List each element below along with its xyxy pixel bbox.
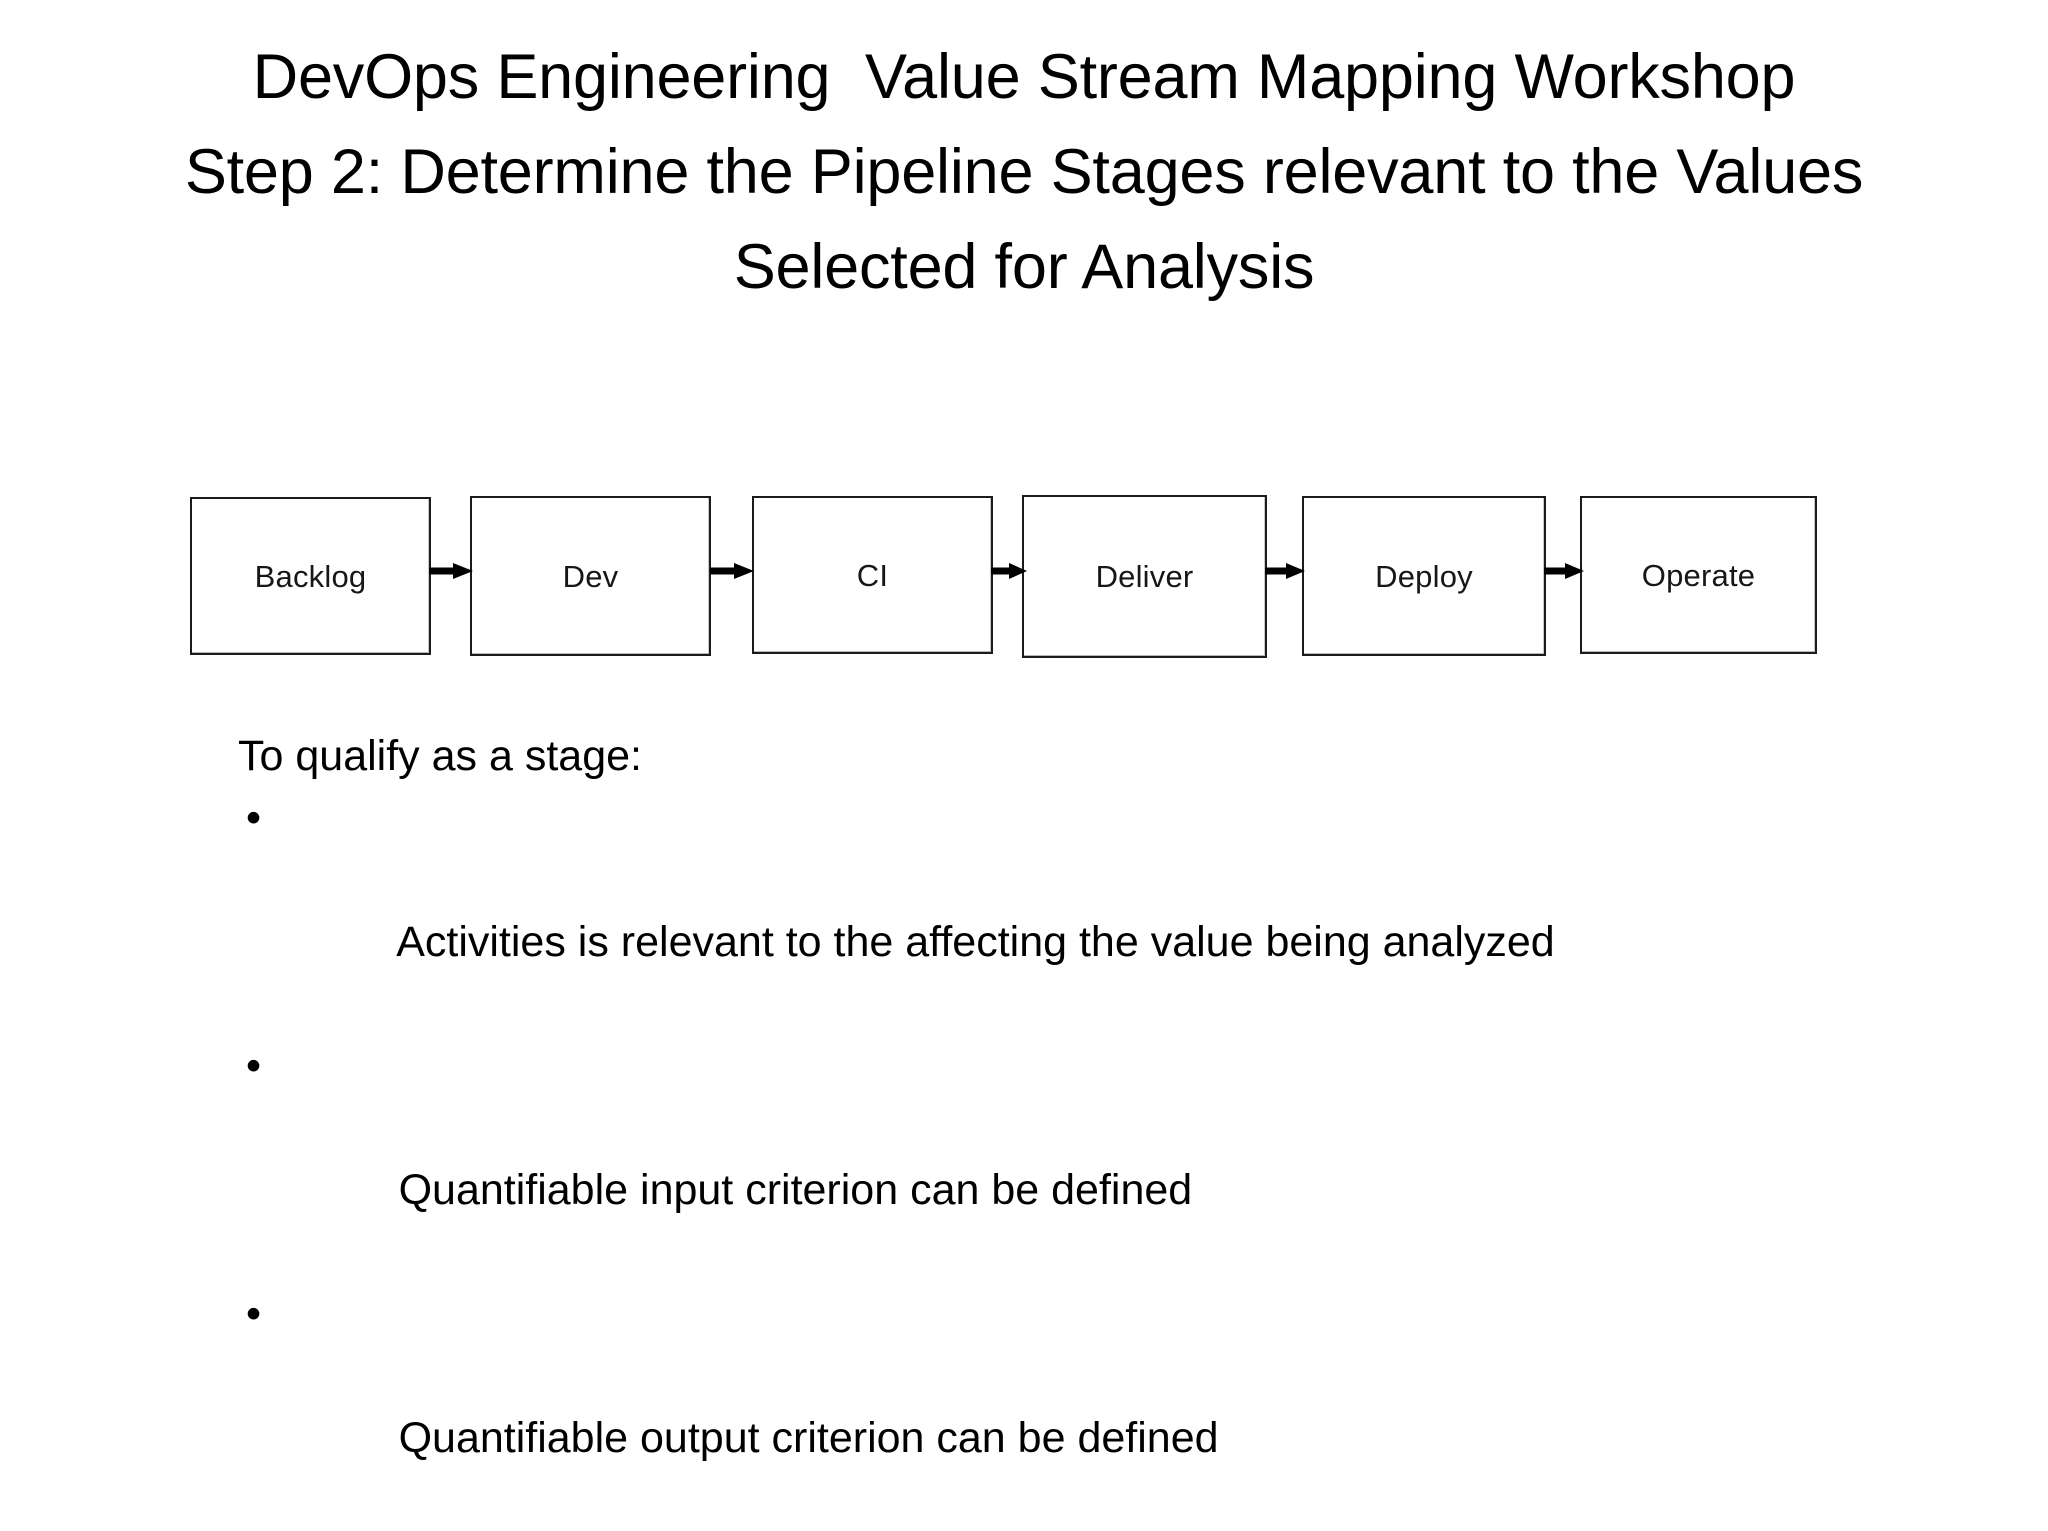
stage-label-backlog: Backlog [254, 558, 367, 594]
arrow-icon-ci-to-deliver [991, 562, 1027, 580]
stage-box-deploy[interactable]: Deploy [1302, 496, 1546, 656]
bullet-icon: • [246, 1290, 262, 1338]
stage-box-deliver[interactable]: Deliver [1022, 495, 1267, 658]
list-item: • Quantifiable output criterion can be d… [238, 1283, 1838, 1531]
bullet-icon: • [246, 794, 262, 842]
criteria-bullet-list: • Activities is relevant to the affectin… [238, 787, 1838, 1531]
stage-box-dev[interactable]: Dev [470, 496, 711, 656]
list-item-label: Quantifiable output criterion can be def… [398, 1414, 1219, 1462]
list-item-label: Quantifiable input criterion can be defi… [398, 1166, 1193, 1214]
list-item-label: Activities is relevant to the affecting … [396, 918, 1555, 966]
stage-label-dev: Dev [562, 558, 619, 594]
pipeline-diagram: Backlog Dev CI Deliver Deploy Operate [190, 495, 1817, 658]
title-line-2: Step 2: Determine the Pipeline Stages re… [184, 137, 1864, 207]
stage-label-ci: CI [856, 557, 889, 593]
arrow-icon-dev-to-ci [710, 562, 754, 580]
arrow-icon-backlog-to-dev [429, 562, 473, 580]
stage-box-operate[interactable]: Operate [1580, 496, 1817, 654]
title-line-1: DevOps Engineering Value Stream Mapping … [252, 42, 1796, 112]
slide-canvas: DevOps Engineering Value Stream Mapping … [64, 30, 1984, 1462]
stage-label-operate: Operate [1641, 557, 1756, 593]
stage-label-deliver: Deliver [1095, 559, 1194, 594]
page-title: DevOps Engineering Value Stream Mapping … [64, 30, 1984, 315]
list-item: • Quantifiable input criterion can be de… [238, 1035, 1838, 1283]
body-text-block: To qualify as a stage: • Activities is r… [238, 725, 1838, 1531]
bullet-icon: • [246, 1042, 262, 1090]
stage-box-backlog[interactable]: Backlog [190, 497, 431, 655]
list-item: • Activities is relevant to the affectin… [238, 787, 1838, 1035]
stage-label-deploy: Deploy [1375, 558, 1473, 594]
qualify-lead-text: To qualify as a stage: [238, 732, 642, 780]
arrow-icon-deliver-to-deploy [1265, 562, 1305, 580]
stage-box-ci[interactable]: CI [752, 496, 993, 654]
title-line-3: Selected for Analysis [733, 232, 1315, 302]
arrow-icon-deploy-to-operate [1544, 562, 1584, 580]
